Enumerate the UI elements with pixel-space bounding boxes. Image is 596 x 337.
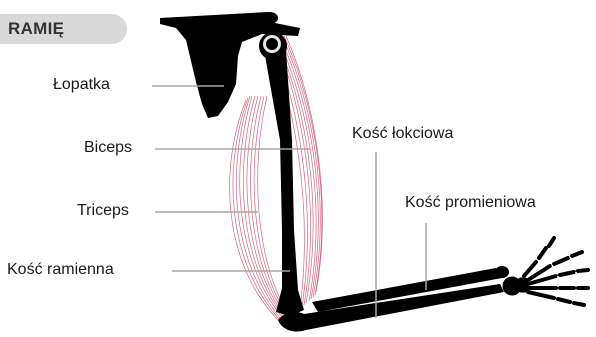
label-radius: Kość promieniowa [405,195,536,211]
label-humerus: Kość ramienna [7,262,114,278]
label-ulna: Kość łokciowa [352,126,453,142]
label-scapula: Łopatka [53,77,110,93]
hand-bones [503,238,588,305]
label-triceps: Triceps [77,203,129,219]
label-biceps: Biceps [84,140,132,156]
